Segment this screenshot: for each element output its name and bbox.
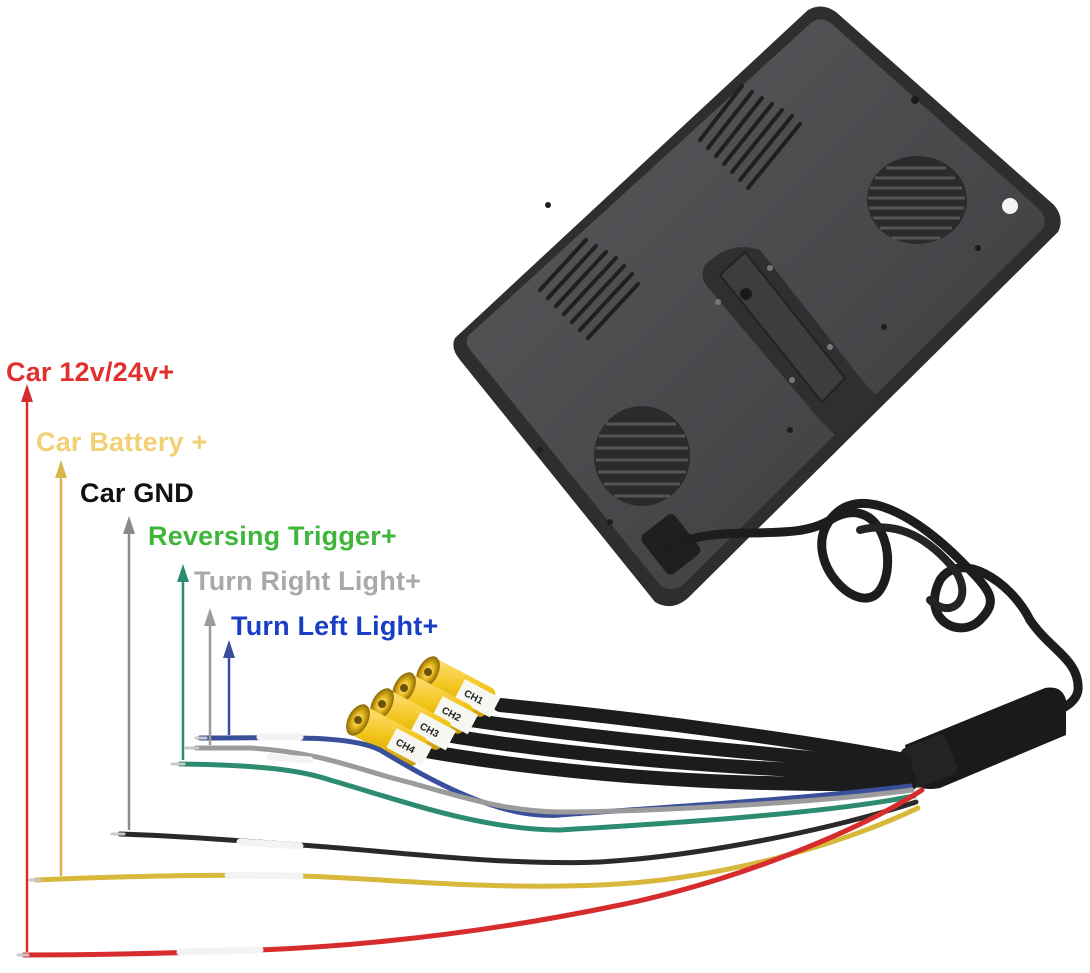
arrow-turn-left-icon [223,640,235,735]
main-cable [663,498,1083,727]
cable-splitter [900,687,1066,789]
arrow-car-gnd-icon [123,516,135,830]
label-reversing-trigger: Reversing Trigger+ [148,521,397,551]
arrow-reversing-icon [177,564,189,760]
label-turn-left: Turn Left Light+ [231,611,438,641]
wire-power [21,787,925,958]
label-car-battery: Car Battery + [36,427,207,457]
arrow-car-battery-icon [55,460,67,876]
rca-connector-ch1: CH1 [416,656,501,718]
signal-wires [16,733,925,958]
rca-connector-ch4: CH4 [346,704,433,767]
mount-bracket [702,247,880,440]
rca-connectors: CH1 CH2 CH3 CH4 [346,656,501,767]
screw-icon [537,96,981,525]
label-car-gnd: Car GND [80,478,194,508]
label-arrows [21,384,235,952]
wire-turn-right [193,745,915,815]
arrow-turn-right-icon [204,608,216,745]
label-car-power: Car 12v/24v+ [6,357,174,387]
vent-grille-left-icon [538,238,640,340]
power-led-icon [1002,198,1018,214]
vent-grille-top-icon [698,84,802,190]
speaker-left-icon [594,406,690,506]
rca-connector-ch3: CH3 [370,688,457,751]
wire-reversing [177,761,917,833]
wire-labels: Car 12v/24v+ Car Battery + Car GND Rever… [6,357,438,641]
speaker-right-icon [867,156,967,244]
arrow-car-power-icon [21,384,33,952]
label-turn-right: Turn Right Light+ [194,566,421,596]
camera-cables [413,698,917,792]
wire-gnd [117,799,919,866]
monitor-back [453,6,1061,607]
